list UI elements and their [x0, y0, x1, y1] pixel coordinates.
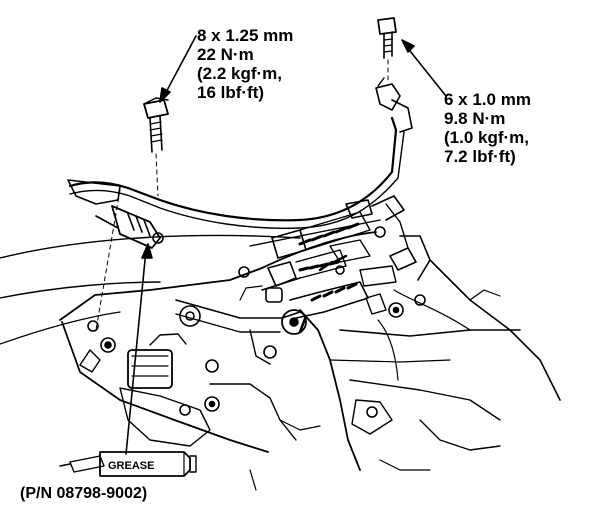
torque-lbf: 7.2 lbf·ft) — [444, 147, 516, 166]
bolt-alignment-lines — [95, 59, 389, 331]
shift-cable-bracket — [67, 77, 413, 229]
torque-kgf: (1.0 kgf·m, — [444, 128, 530, 147]
bolt-size: 6 x 1.0 mm — [444, 90, 531, 109]
leader-arrows — [125, 35, 447, 455]
torque-nm: 9.8 N·m — [444, 109, 506, 128]
shift-shaft-assembly — [249, 195, 417, 335]
bolt-spec-callout-left: 8 x 1.25 mm 22 N·m (2.2 kgf·m, 16 lbf·ft… — [197, 26, 293, 102]
grease-part-number: (P/N 08798-9002) — [20, 485, 148, 502]
torque-kgf: (2.2 kgf·m, — [197, 64, 283, 83]
grease-label: GREASE — [108, 460, 154, 472]
torque-lbf: 16 lbf·ft) — [197, 83, 265, 102]
torque-nm: 22 N·m — [197, 45, 254, 64]
grease-tube-icon: GREASE — [59, 451, 197, 477]
bolt-size: 8 x 1.25 mm — [197, 26, 294, 45]
bolt-6x1.0 — [377, 17, 397, 59]
transmission-housing — [0, 234, 561, 491]
bolt-8x1.25 — [143, 97, 169, 153]
cable-end-grease-point — [95, 205, 164, 249]
bolt-spec-callout-right: 6 x 1.0 mm 9.8 N·m (1.0 kgf·m, 7.2 lbf·f… — [444, 90, 531, 166]
